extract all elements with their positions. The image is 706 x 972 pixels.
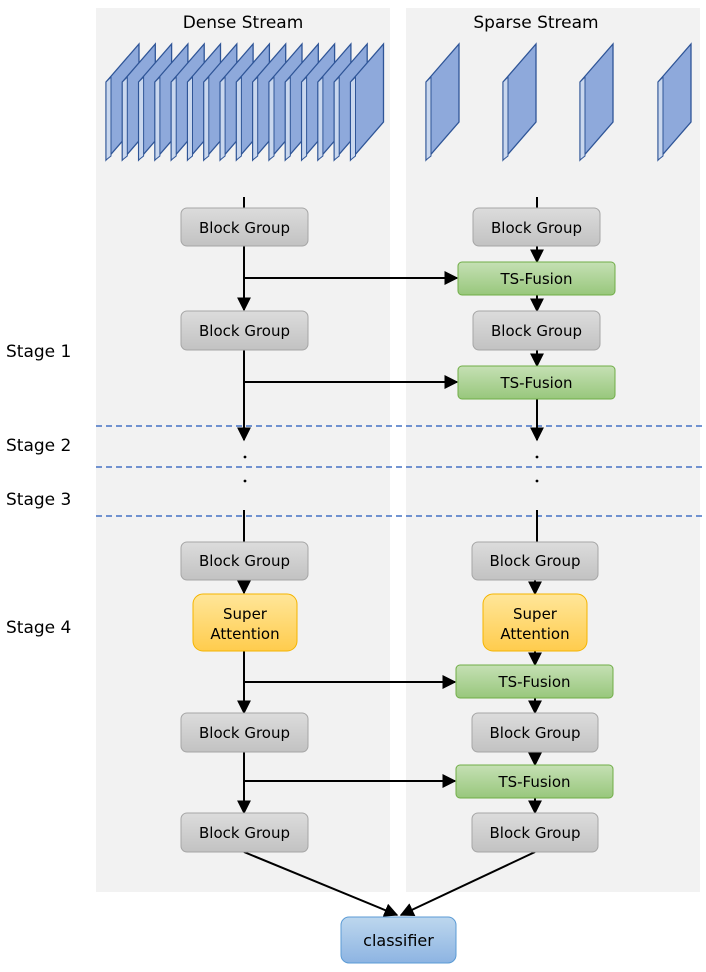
sparse-super-attention-line-1: Super <box>513 605 558 623</box>
sparse-block-group-1-label: Block Group <box>491 219 582 237</box>
sparse-arrow-to-classifier <box>399 851 536 916</box>
sparse-ts-fusion-1: TS-Fusion <box>457 261 616 296</box>
dense-block-group-2: Block Group <box>180 310 309 351</box>
classifier-label: classifier <box>363 931 434 950</box>
dense-frame-16 <box>349 42 385 162</box>
sparse-block-group-5: Block Group <box>471 812 599 853</box>
dense-block-group-5-label: Block Group <box>199 824 290 842</box>
sparse-ts-fusion-2-label: TS-Fusion <box>499 374 572 392</box>
sparse-block-group-2-label: Block Group <box>491 322 582 340</box>
dense-super-attention-line-1: Super <box>223 605 268 623</box>
sparse-dot-2 <box>535 479 539 483</box>
sparse-frame-stack <box>425 42 692 162</box>
dense-super-attention: Super Attention <box>192 593 298 652</box>
stage-ellipsis <box>243 455 539 483</box>
stage-dividers <box>96 425 706 517</box>
dense-arrow-to-classifier <box>243 851 399 917</box>
sparse-frame-2 <box>502 42 537 162</box>
sparse-block-group-4-label: Block Group <box>489 724 580 742</box>
dense-frame-stack <box>105 42 385 162</box>
stage-3-label: Stage 3 <box>6 490 71 510</box>
dense-block-group-3-label: Block Group <box>199 552 290 570</box>
sparse-super-attention: Super Attention <box>482 593 588 652</box>
sparse-stream-panel <box>406 8 700 892</box>
sparse-block-group-2: Block Group <box>472 310 601 351</box>
sparse-ts-fusion-3-label: TS-Fusion <box>497 673 570 691</box>
stage-2-label: Stage 2 <box>6 436 71 456</box>
dense-stream-title: Dense Stream <box>183 13 304 33</box>
sparse-stream-title: Sparse Stream <box>473 13 598 33</box>
sparse-super-attention-line-2: Attention <box>500 625 569 643</box>
sparse-ts-fusion-4-label: TS-Fusion <box>497 773 570 791</box>
sparse-frame-1 <box>425 42 460 162</box>
dense-block-group-1-label: Block Group <box>199 219 290 237</box>
sparse-block-group-1: Block Group <box>472 207 601 247</box>
dense-block-group-1: Block Group <box>180 207 309 247</box>
sparse-dot-1 <box>535 455 539 459</box>
dense-block-group-3: Block Group <box>180 541 309 581</box>
stage-4-label: Stage 4 <box>6 618 71 638</box>
sparse-frame-3 <box>579 42 614 162</box>
sparse-block-group-5-label: Block Group <box>489 824 580 842</box>
dense-dot-2 <box>243 479 247 483</box>
dense-dot-1 <box>243 455 247 459</box>
connectors <box>237 197 544 917</box>
sparse-ts-fusion-3: TS-Fusion <box>455 664 614 699</box>
dense-block-group-4-label: Block Group <box>199 724 290 742</box>
sparse-ts-fusion-1-label: TS-Fusion <box>499 270 572 288</box>
dense-block-group-5: Block Group <box>180 812 309 853</box>
sparse-block-group-4: Block Group <box>471 712 599 753</box>
dense-block-group-2-label: Block Group <box>199 322 290 340</box>
stage-1-label: Stage 1 <box>6 342 71 362</box>
classifier-node: classifier <box>340 916 457 964</box>
sparse-block-group-3: Block Group <box>471 541 599 581</box>
sparse-ts-fusion-4: TS-Fusion <box>455 764 614 799</box>
dense-block-group-4: Block Group <box>180 712 309 753</box>
sparse-frame-4 <box>657 42 692 162</box>
sparse-block-group-3-label: Block Group <box>489 552 580 570</box>
sparse-ts-fusion-2: TS-Fusion <box>457 365 616 400</box>
dense-super-attention-line-2: Attention <box>210 625 279 643</box>
